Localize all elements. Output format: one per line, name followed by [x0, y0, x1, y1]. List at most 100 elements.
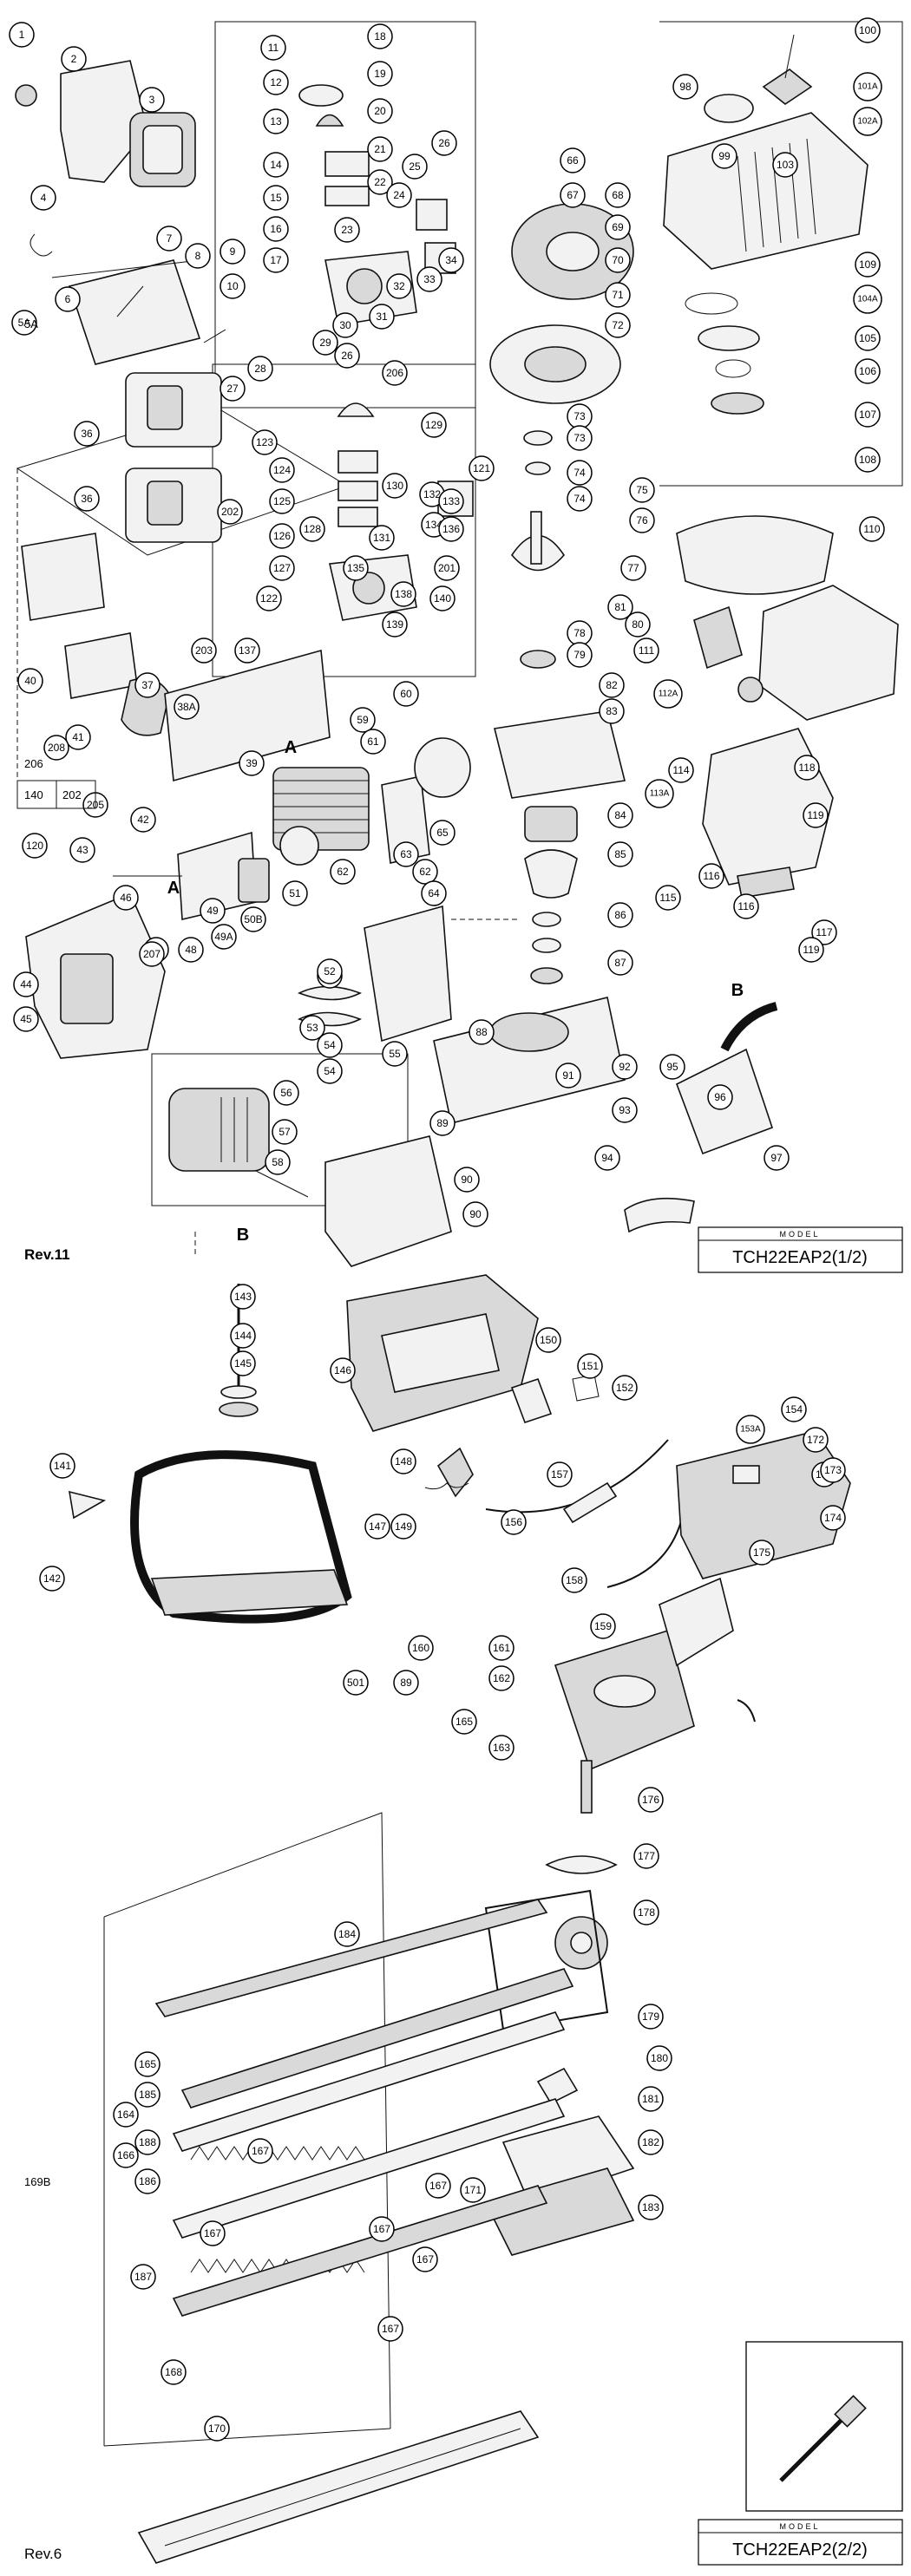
sheet1-callout-99: 99: [711, 143, 737, 169]
sheet1-callout-48: 48: [178, 937, 204, 963]
sheet1-callout-138: 138: [390, 581, 416, 607]
sheet1-callout-98: 98: [672, 74, 698, 100]
revision-sheet1: Rev.11: [24, 1246, 70, 1263]
sheet1-callout-91: 91: [555, 1062, 581, 1089]
sheet1-callout-19: 19: [367, 61, 393, 87]
blade-frame-bottom: [103, 2428, 391, 2447]
callout-number: 128: [304, 523, 321, 535]
callout-circle: [130, 807, 156, 833]
sheet1-callout-36: 36: [74, 486, 100, 512]
callout-number: 51: [289, 887, 301, 899]
callout-circle: [599, 672, 625, 698]
group-label-169b: 169B: [24, 2175, 50, 2188]
sheet1-callout-5a: 5A: [11, 310, 37, 336]
sheet1-callout-109: 109: [855, 252, 881, 278]
callout-circle: [386, 182, 412, 208]
callout-circle: [230, 1323, 256, 1349]
sheet2-callout-185: 185: [134, 2082, 161, 2108]
callout-circle: [263, 216, 289, 242]
sheet2-callout-174: 174: [820, 1505, 846, 1531]
sheet1-callout-92: 92: [612, 1054, 638, 1080]
callout-circle: [382, 611, 408, 637]
callout-number: 63: [400, 848, 412, 860]
sheet1-callout-21: 21: [367, 136, 393, 162]
callout-number: 82: [606, 679, 618, 691]
sheet1-callout-2: 2: [61, 46, 87, 72]
sheet2-callout-186: 186: [134, 2168, 161, 2194]
sheet2-callout-152: 152: [612, 1375, 638, 1401]
callout-circle: [386, 273, 412, 299]
callout-number: 170: [208, 2422, 226, 2435]
blade-upper-166: [172, 2011, 566, 2152]
callout-circle: [393, 681, 419, 707]
callout-circle: [429, 820, 456, 846]
bolt-5a: [51, 259, 200, 278]
callout-circle: [74, 486, 100, 512]
gasket-123: [338, 481, 378, 501]
sheet1-callout-84: 84: [607, 802, 633, 828]
callout-number: 166: [117, 2149, 134, 2161]
callout-circle: [488, 1665, 514, 1691]
callout-number: 97: [770, 1152, 783, 1164]
callout-number: 177: [638, 1850, 655, 1862]
cylinder-fins: [273, 780, 369, 834]
clutch-drum-82: [524, 849, 578, 899]
sheet2-callout-167: 167: [377, 2316, 403, 2342]
callout-circle: [698, 863, 724, 889]
callout-number: 71: [612, 289, 624, 301]
callout-number: 33: [423, 273, 436, 285]
callout-circle: [113, 2102, 139, 2128]
callout-circle: [567, 486, 593, 512]
sheet2-callout-162: 162: [488, 1665, 514, 1691]
starter-case-106: [663, 112, 868, 270]
sheet1-callout-44: 44: [13, 971, 39, 997]
callout-circle: [330, 859, 356, 885]
sheet1-callout-106: 106: [855, 358, 881, 384]
callout-number: 78: [573, 627, 586, 639]
callout-number: 109: [859, 258, 876, 271]
callout-number: 167: [382, 2323, 399, 2335]
callout-number: 88: [475, 1026, 488, 1038]
callout-circle: [317, 1058, 343, 1084]
flywheel-hub: [546, 232, 600, 271]
sheet1-callout-43: 43: [69, 837, 95, 863]
callout-circle: [859, 516, 885, 542]
sheet2-callout-145: 145: [230, 1350, 256, 1376]
sheet1-callout-60: 60: [393, 681, 419, 707]
callout-number: 160: [412, 1642, 429, 1654]
callout-circle: [360, 729, 386, 755]
diaphragm-12: [298, 84, 344, 107]
callout-number: 14: [270, 159, 282, 171]
callout-number: 133: [442, 495, 460, 507]
sheet1-callout-79: 79: [567, 642, 593, 668]
callout-number: 176: [642, 1794, 659, 1806]
callout-circle: [853, 107, 882, 136]
callout-number: 186: [139, 2175, 156, 2187]
sheet1-callout-111: 111: [633, 637, 659, 664]
sheet2-callout-178: 178: [633, 1899, 659, 1925]
callout-number: 1: [19, 29, 25, 41]
callout-number: 58: [272, 1156, 284, 1168]
sheet1-callout-8: 8: [185, 243, 211, 269]
callout-circle: [263, 152, 289, 178]
callout-circle: [638, 1787, 664, 1813]
group-label-206: 206: [24, 757, 43, 770]
callout-circle: [749, 1540, 775, 1566]
callout-number: 164: [117, 2109, 134, 2121]
starter-frame: [659, 21, 903, 487]
callout-number: 90: [469, 1208, 482, 1220]
callout-number: 138: [395, 588, 412, 600]
gasket-24: [416, 199, 448, 231]
callout-circle: [256, 585, 282, 611]
callout-number: 23: [341, 224, 353, 236]
sheet1-callout-136: 136: [438, 516, 464, 542]
callout-number: 49A: [214, 931, 233, 943]
sheet1-callout-115: 115: [655, 885, 681, 911]
washer-144: [220, 1385, 257, 1399]
sheet2-callout-154: 154: [781, 1396, 807, 1422]
clip-172: [737, 1699, 756, 1723]
callout-circle: [382, 473, 408, 499]
sheet2-callout-144: 144: [230, 1323, 256, 1349]
callout-number: 98: [679, 81, 691, 93]
sheet2-callout-172: 172: [803, 1427, 829, 1453]
